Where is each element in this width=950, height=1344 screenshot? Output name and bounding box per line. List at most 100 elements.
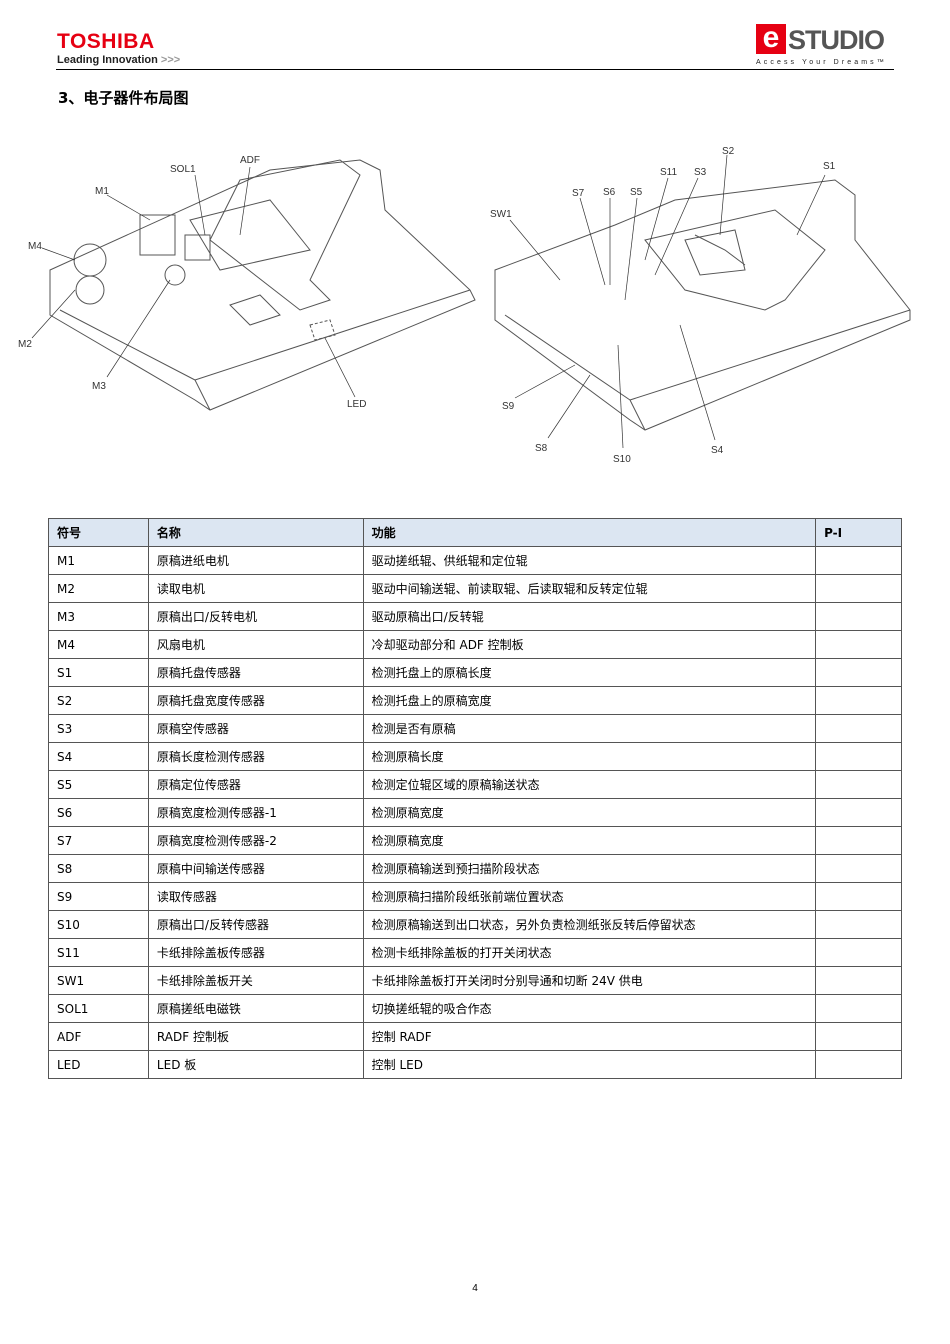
cell-name: 原稿出口/反转电机 — [147, 602, 364, 631]
slogan: Access Your Dreams™ — [756, 59, 887, 66]
label-sol1: SOL1 — [170, 164, 196, 175]
cell-name: 卡纸排除盖板传感器 — [147, 938, 364, 967]
estudio-text: STUDIO — [788, 25, 885, 55]
cell-name: 原稿托盘传感器 — [147, 658, 364, 687]
cell-symbol: S5 — [48, 770, 149, 799]
cell-symbol: SOL1 — [48, 994, 149, 1023]
cell-symbol: ADF — [48, 1022, 149, 1051]
cell-pi — [815, 714, 902, 743]
cell-pi — [815, 882, 902, 911]
cell-symbol: S8 — [48, 854, 149, 883]
label-s11: S11 — [660, 167, 677, 178]
cell-name: 读取电机 — [147, 574, 364, 603]
cell-name: 原稿定位传感器 — [147, 770, 364, 799]
header-symbol: 符号 — [48, 518, 149, 547]
label-s9: S9 — [502, 401, 515, 412]
cell-symbol: M2 — [48, 574, 149, 603]
tagline-text: Leading Innovation — [57, 54, 158, 66]
cell-symbol: S4 — [48, 742, 149, 771]
label-s8: S8 — [535, 443, 548, 454]
cell-symbol: S9 — [48, 882, 149, 911]
cell-function: 控制 RADF — [362, 1022, 817, 1051]
cell-function: 检测卡纸排除盖板的打开关闭状态 — [362, 938, 817, 967]
cell-pi — [815, 938, 902, 967]
label-s6: S6 — [603, 187, 616, 198]
label-s2: S2 — [722, 146, 735, 157]
cell-symbol: M3 — [48, 602, 149, 631]
cell-function: 冷却驱动部分和 ADF 控制板 — [362, 630, 817, 659]
cell-name: 原稿宽度检测传感器-1 — [147, 798, 364, 827]
cell-pi — [815, 910, 902, 939]
cell-function: 检测原稿宽度 — [362, 798, 817, 827]
cell-pi — [815, 630, 902, 659]
cell-function: 驱动中间输送辊、前读取辊、后读取辊和反转定位辊 — [362, 574, 817, 603]
cell-pi — [815, 742, 902, 771]
header-pi: P-I — [815, 518, 902, 547]
cell-symbol: S3 — [48, 714, 149, 743]
cell-function: 检测托盘上的原稿长度 — [362, 658, 817, 687]
cell-symbol: S2 — [48, 686, 149, 715]
label-s10: S10 — [613, 454, 631, 465]
cell-pi — [815, 966, 902, 995]
cell-function: 驱动原稿出口/反转辊 — [362, 602, 817, 631]
section-title: 3、电子器件布局图 — [58, 89, 189, 107]
cell-function: 检测原稿长度 — [362, 742, 817, 771]
cell-symbol: M1 — [48, 546, 149, 575]
cell-pi — [815, 1022, 902, 1051]
label-s3: S3 — [694, 167, 707, 178]
left-diagram: SOL1 ADF M1 M4 M2 M3 LED — [18, 155, 476, 411]
arrows-icon: >>> — [160, 54, 181, 66]
header-name: 名称 — [147, 518, 364, 547]
cell-function: 检测托盘上的原稿宽度 — [362, 686, 817, 715]
cell-name: 读取传感器 — [147, 882, 364, 911]
cell-function: 切换搓纸辊的吸合作态 — [362, 994, 817, 1023]
cell-name: 原稿宽度检测传感器-2 — [147, 826, 364, 855]
label-s5: S5 — [630, 187, 643, 198]
cell-pi — [815, 770, 902, 799]
page-number: 4 — [472, 1283, 478, 1294]
label-m1: M1 — [95, 186, 109, 197]
cell-name: 原稿空传感器 — [147, 714, 364, 743]
cell-function: 控制 LED — [362, 1050, 817, 1079]
tagline: Leading Innovation >>> — [57, 54, 180, 66]
cell-symbol: M4 — [48, 630, 149, 659]
cell-pi — [815, 1050, 902, 1079]
cell-function: 驱动搓纸辊、供纸辊和定位辊 — [362, 546, 817, 575]
table-header-row: 符号 名称 功能 P-I — [48, 518, 902, 547]
estudio-logo: e STUDIO — [756, 23, 885, 55]
cell-name: 原稿长度检测传感器 — [147, 742, 364, 771]
cell-pi — [815, 686, 902, 715]
cell-function: 检测原稿输送到出口状态，另外负责检测纸张反转后停留状态 — [362, 910, 817, 939]
cell-function: 卡纸排除盖板打开关闭时分别导通和切断 24V 供电 — [362, 966, 817, 995]
cell-function: 检测原稿宽度 — [362, 826, 817, 855]
label-m3: M3 — [92, 381, 106, 392]
cell-symbol: S6 — [48, 798, 149, 827]
toshiba-logo: TOSHIBA — [57, 30, 155, 53]
cell-pi — [815, 994, 902, 1023]
cell-function: 检测原稿扫描阶段纸张前端位置状态 — [362, 882, 817, 911]
cell-pi — [815, 798, 902, 827]
right-diagram: S2 S1 S11 S3 S7 S6 S5 SW1 S9 S8 S10 S4 — [490, 146, 911, 465]
cell-symbol: S10 — [48, 910, 149, 939]
cell-name: 风扇电机 — [147, 630, 364, 659]
cell-name: 原稿中间输送传感器 — [147, 854, 364, 883]
cell-symbol: S1 — [48, 658, 149, 687]
cell-function: 检测原稿输送到预扫描阶段状态 — [362, 854, 817, 883]
label-sw1: SW1 — [490, 209, 512, 220]
header-divider — [56, 69, 894, 70]
